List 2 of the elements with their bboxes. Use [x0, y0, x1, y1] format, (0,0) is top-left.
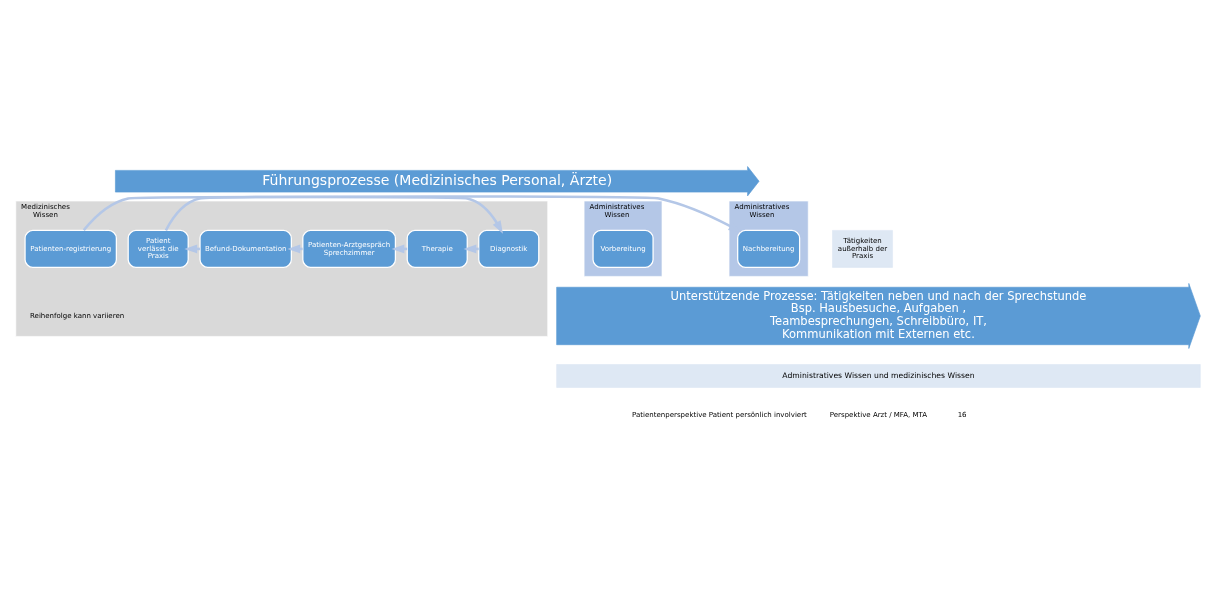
- arrow: [164, 194, 742, 232]
- arrow: [82, 195, 503, 234]
